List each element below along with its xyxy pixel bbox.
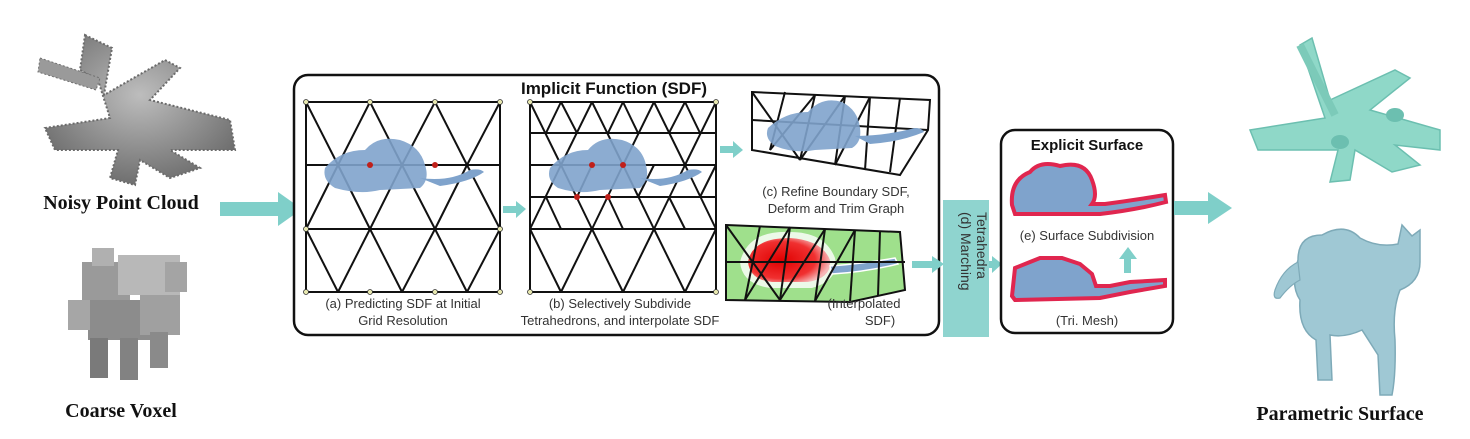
mouse-shape-b [549,138,648,193]
mouse-tail-a [420,169,484,186]
subdivision-up-arrow [1119,247,1137,273]
explicit-surface-title: Explicit Surface [1031,137,1144,154]
marching-label-1: (d) Marching [958,212,974,291]
arrow-to-marching [912,256,944,273]
coarse-voxel-label: Coarse Voxel [65,400,177,422]
sdf-heat-core [748,238,831,282]
tri-mesh-label: (Tri. Mesh) [1056,313,1118,328]
noisy-point-cloud-label: Noisy Point Cloud [43,192,199,214]
mouse-tail-b [640,169,702,186]
step-a-label-1: (a) Predicting SDF at Initial [325,296,480,311]
red-vertex [589,162,595,168]
marching-tetrahedra-box [943,200,989,337]
mouse-shape-c [766,100,861,152]
parametric-surface-label: Parametric Surface [1256,403,1423,425]
red-vertex [620,162,626,168]
arrow-a-to-b [503,201,526,218]
grid-vertices [303,99,719,295]
red-vertex [432,162,438,168]
smooth-mouse-surface [1009,162,1169,216]
marching-label-2: Tetrahedra [974,212,990,279]
step-b-label-2: Tetrahedrons, and interpolate SDF [521,313,720,328]
step-e-label: (e) Surface Subdivision [1020,228,1154,243]
interpolated-label-1: (Interpolated [828,296,901,311]
mouse-tail-c [855,128,924,144]
mouse-shape-a [324,138,427,193]
interpolated-graph-lines [725,224,905,303]
output-arrow [1174,192,1232,224]
coarse-voxel-image [68,248,187,380]
step-c-label-2: Deform and Trim Graph [768,201,905,216]
arrow-b-to-c [720,141,743,158]
input-arrow [220,192,302,226]
red-vertex [574,194,580,200]
interpolated-label-2: SDF) [865,313,895,328]
step-b-label-1: (b) Selectively Subdivide [549,296,691,311]
arrow-to-explicit [989,256,1002,273]
red-vertex [605,194,611,200]
parametric-cat-model [1273,223,1421,396]
triangle-mesh-mouse [1009,256,1167,303]
parametric-airplane-model [1248,36,1441,183]
red-vertex [367,162,373,168]
step-a-label-2: Grid Resolution [358,313,448,328]
step-c-label-1: (c) Refine Boundary SDF, [762,184,909,199]
noisy-point-cloud-image [37,33,237,187]
implicit-function-title: Implicit Function (SDF) [521,79,707,98]
